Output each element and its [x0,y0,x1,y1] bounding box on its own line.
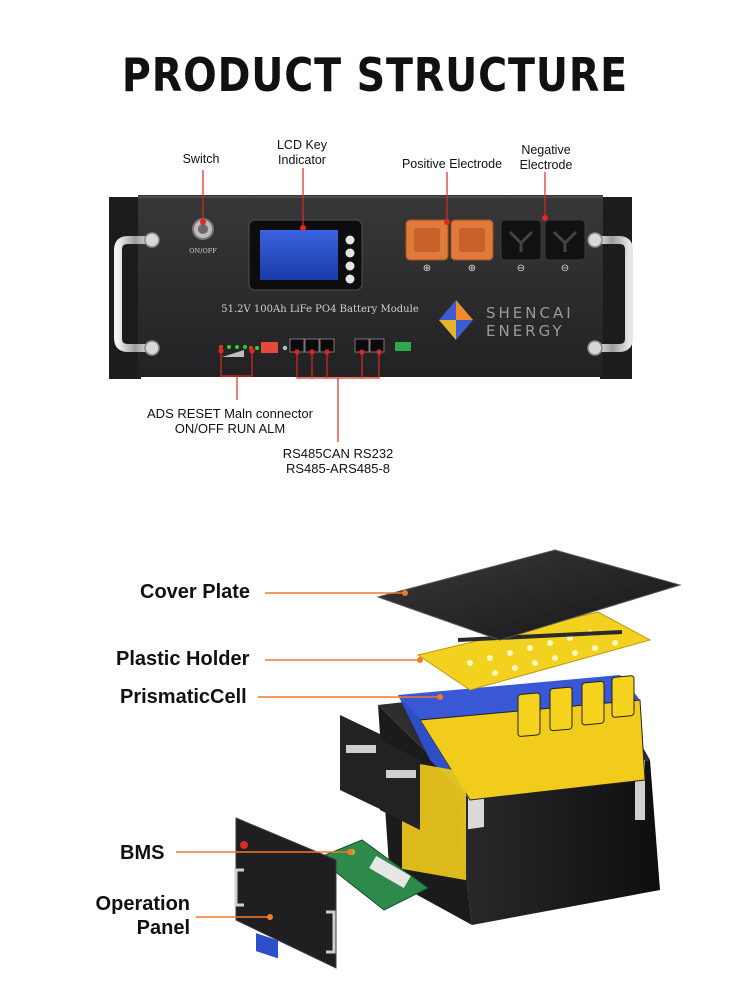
exploded-leader-dots [267,590,443,920]
communication-ports [289,338,411,353]
negative-label-line1: Negative [521,143,571,157]
rs-label-line1: RS485CAN RS232 [282,446,394,461]
switch-caption: ON/OFF [189,247,217,255]
plastic-holder [416,611,652,691]
lcd-screen [260,230,338,280]
svg-text:⊕: ⊕ [468,263,476,274]
indicator-leds [219,345,259,357]
front-callout-lines [202,168,546,442]
green-connector [395,342,411,351]
reset-button[interactable] [282,345,288,351]
right-handle [587,232,633,356]
front-callout-dots [200,215,548,355]
mounting-brackets [340,715,420,830]
lcd-display [248,219,363,291]
lcd-label-line2: Indicator [278,153,326,167]
lcd-key-up[interactable] [345,235,355,245]
operation-panel-line1: Operation [95,893,190,915]
svg-text:⊕: ⊕ [423,263,431,274]
bms-label: BMS [120,842,165,864]
lcd-key-enter[interactable] [345,261,355,271]
dip-switch[interactable] [261,342,278,353]
ads-label-line1: ADS RESET Maln connector [147,406,313,421]
cover-plate [376,549,682,641]
negative-electrode-label: Negative Electrode [506,143,586,173]
exploded-leader-lines [176,592,440,918]
positive-terminals: ⊕ ⊕ [405,219,494,274]
cover-plate-label: Cover Plate [140,581,251,603]
ads-label: ADS RESET Maln connector ON/OFF RUN ALM [130,406,330,436]
positive-electrode-label: Positive Electrode [401,157,503,171]
lcd-label: LCD Key Indicator [262,138,342,168]
page-title: PRODUCT STRUCTURE [121,48,629,102]
brand-line1: SHENCAI [486,304,574,322]
svg-text:⊖: ⊖ [517,263,525,274]
rs-port-label: RS485CAN RS232 RS485-ARS485-8 [268,446,408,476]
plastic-holder-label: Plastic Holder [116,648,250,670]
brand-line2: ENERGY [486,322,565,340]
battery-front-panel: ON/OFF ⊕ ⊕ ⊖ ⊖ 5 [109,195,633,379]
operation-panel-line2: Panel [136,917,190,939]
rs-label-line2: RS485-ARS485-8 [285,461,391,476]
operation-panel-part [234,817,337,969]
negative-terminals: ⊖ ⊖ [500,219,586,274]
shencai-logo: SHENCAI ENERGY [439,300,574,340]
lcd-key-down[interactable] [345,248,355,258]
left-handle [114,232,160,356]
module-description: 51.2V 100Ah LiFe PO4 Battery Module [221,304,419,315]
lcd-key-esc[interactable] [345,274,355,284]
ads-label-line2: ON/OFF RUN ALM [174,421,286,436]
operation-panel-label: Operation Panel [84,892,190,940]
prismatic-cell-label: PrismaticCell [120,686,247,708]
switch-label: Switch [182,152,220,166]
prismatic-cells [398,675,646,881]
negative-label-line2: Electrode [519,158,573,172]
svg-text:⊖: ⊖ [561,263,569,274]
lcd-label-line1: LCD Key [276,138,328,152]
